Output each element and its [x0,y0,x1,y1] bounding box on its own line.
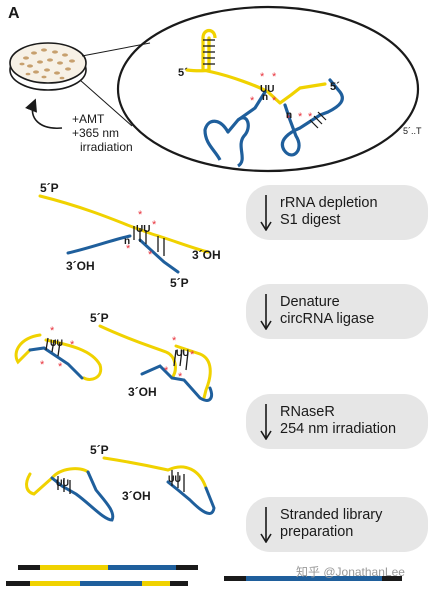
svg-text:*: * [308,111,313,123]
svg-text:*: * [272,71,277,83]
label-five-p-2: 5´P [170,276,189,290]
svg-text:UU: UU [50,338,63,348]
svg-text:n: n [286,110,292,121]
condition-wavelength: +365 nm [72,126,120,140]
step-1-line2: S1 digest [280,212,341,228]
library-read-3 [224,576,402,581]
svg-text:*: * [260,71,265,83]
watermark: 知乎 @JonathanLee [296,565,405,579]
step-4-line1: Stranded library [280,507,383,523]
circular-structure-3: UU [25,467,115,522]
svg-text:n: n [262,92,268,103]
inset-edge-text: 5´..T [403,126,422,136]
svg-text:*: * [70,339,75,351]
down-arrow-icon [260,507,272,543]
svg-text:*: * [138,209,143,221]
down-arrow-icon [260,195,272,231]
library-read-2 [6,581,188,586]
label-five-p-4: 5´P [90,443,109,457]
step-3-line2: 254 nm irradiation [280,421,397,437]
svg-text:UU: UU [56,478,69,488]
label-three-oh-4: 3´OH [122,489,151,503]
svg-text:*: * [58,361,63,373]
svg-text:*: * [298,111,303,123]
label-three-oh-1: 3´OH [66,259,95,273]
step-2-line1: Denature [280,294,340,310]
step-4-line2: preparation [280,524,354,540]
step-2-line2: circRNA ligase [280,311,375,327]
step-3-line1: RNaseR [280,404,335,420]
svg-text:*: * [190,349,195,361]
circular-structure-2: * * * * UU [98,324,214,402]
svg-text:*: * [126,243,131,255]
svg-text:*: * [40,359,45,371]
svg-text:*: * [272,95,277,107]
svg-text:n: n [124,236,130,247]
svg-text:*: * [152,219,157,231]
circular-structure-4: UU [102,456,216,515]
petri-dish-icon [9,42,87,91]
label-five-p-1: 5´P [40,181,59,195]
condition-irradiation: irradiation [80,140,133,154]
zoom-inset-ellipse [116,5,420,173]
svg-text:*: * [172,335,177,347]
svg-text:*: * [286,113,291,125]
svg-text:*: * [50,325,55,337]
svg-text:*: * [164,365,169,377]
down-arrow-icon [260,294,272,330]
circular-structure-1: * * * * UU [14,325,103,381]
svg-text:UU: UU [260,84,274,95]
condition-amt: +AMT [72,112,105,126]
svg-text:*: * [250,95,255,107]
zoom-line-bottom [79,79,133,127]
inset-five-prime-blue: 5´ [330,81,340,93]
svg-text:UU: UU [136,224,150,235]
panel-letter: A [8,5,20,22]
library-read-1 [18,565,198,570]
label-three-oh-2: 3´OH [192,248,221,262]
label-three-oh-3: 3´OH [128,385,157,399]
zoom-line-top [81,42,151,57]
curved-arrow-icon [25,98,63,129]
svg-text:*: * [148,249,153,261]
inset-five-prime-yellow: 5´ [178,67,188,79]
step-1-line1: rRNA depletion [280,195,378,211]
svg-text:UU: UU [176,348,189,358]
down-arrow-icon [260,404,272,440]
label-five-p-3: 5´P [90,311,109,325]
duplex-structure-1: * * * * UU n [38,194,210,274]
svg-text:UU: UU [168,474,181,484]
svg-text:*: * [178,371,183,383]
